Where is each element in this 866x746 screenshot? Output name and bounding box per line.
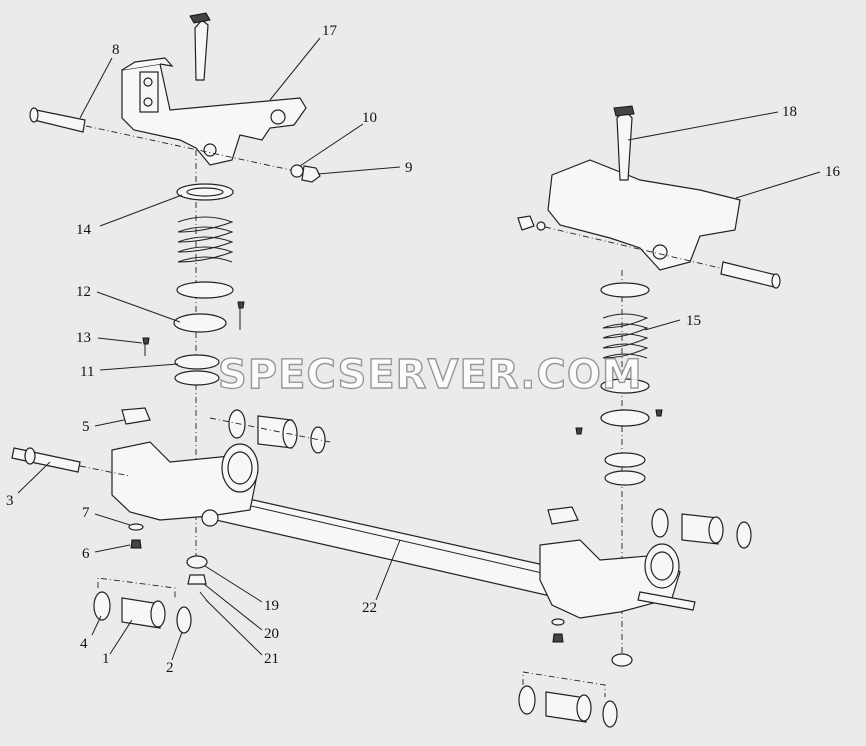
left-axle-housing [111,407,259,527]
callout-labels: 8 17 10 9 14 12 13 11 5 7 6 3 4 1 2 19 2… [6,23,841,676]
right-upper-bushing [651,508,752,549]
callout-10: 10 [362,110,377,126]
right-axle-housing [539,506,696,619]
callout-2: 2 [166,660,174,676]
pin-3 [11,447,131,477]
nut-washer-left [290,164,321,183]
callout-16: 16 [825,164,841,180]
callout-12: 12 [76,284,91,300]
left-upper-bracket [121,12,307,166]
right-spring-stack [575,270,663,660]
callout-13: 13 [76,330,91,346]
left-lower-bushing [93,523,192,634]
watermark: SPECSERVER.COM [218,352,643,398]
right-pin-nut [517,215,781,289]
callout-8: 8 [112,42,120,58]
callout-21: 21 [264,651,279,667]
callout-1: 1 [102,651,110,667]
parts-19-20-21 [186,555,209,603]
callout-7: 7 [82,505,90,521]
left-spring-stack [142,150,245,560]
callout-5: 5 [82,419,90,435]
left-upper-bushing [209,409,331,454]
callout-11: 11 [80,364,94,380]
pin-8 [29,107,301,173]
callout-19: 19 [264,598,279,614]
callout-15: 15 [686,313,701,329]
callout-17: 17 [322,23,338,39]
callout-6: 6 [82,546,90,562]
callout-18: 18 [782,104,797,120]
callout-14: 14 [76,222,92,238]
callout-4: 4 [80,636,88,652]
right-upper-bracket [547,105,741,271]
callout-3: 3 [6,493,14,509]
callout-22: 22 [362,600,377,616]
right-lower-bushing [518,618,633,728]
callout-9: 9 [405,160,413,176]
callout-20: 20 [264,626,279,642]
leader-lines [17,37,821,661]
dashed-brackets [97,577,606,697]
